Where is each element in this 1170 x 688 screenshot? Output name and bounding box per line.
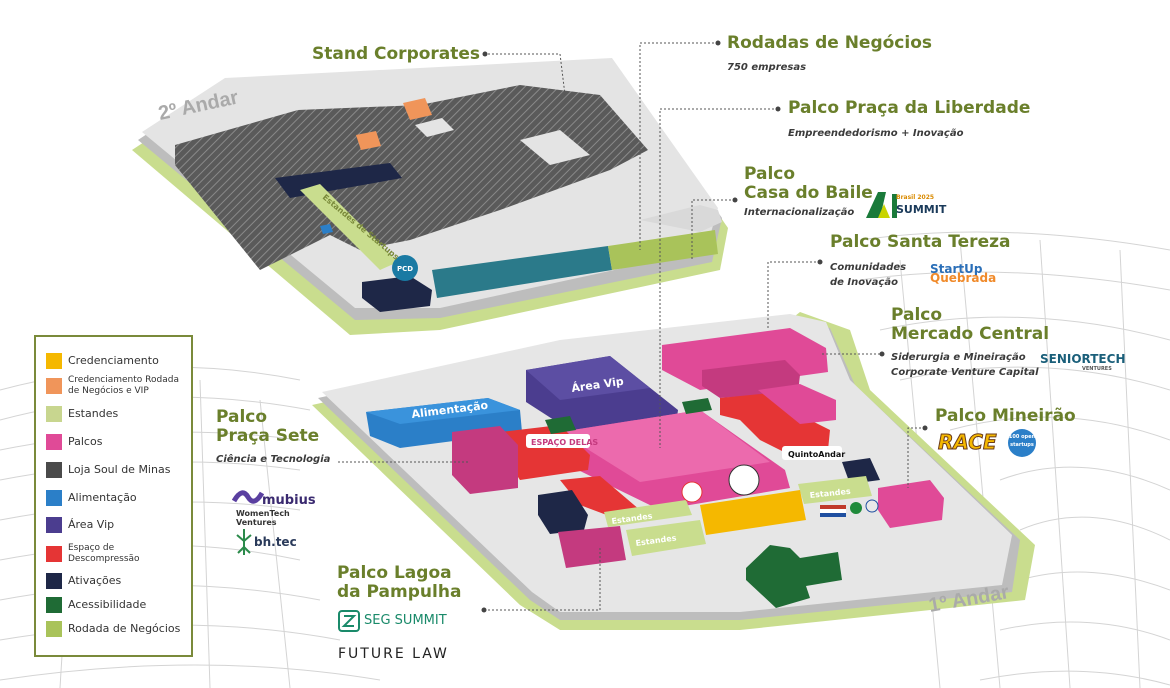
casa-baile-sub: Internacionalização [744,207,855,218]
mercado-central-title: Palco Mercado Central [891,305,1050,344]
casa-baile-title: Palco Casa do Baile [744,164,873,203]
legend-swatch [46,462,62,478]
legend-item: Acessibilidade [46,597,186,613]
pcd-icon [392,255,418,281]
legend-swatch [46,621,62,637]
ai-summit-logo: Brasil 2025 SUMMIT [866,192,946,220]
upper-floor: 2º Andar [132,58,728,335]
leader-dots [481,40,928,613]
legend-label: Loja Soul de Minas [68,463,171,476]
legend-label: Ativações [68,574,122,587]
praca-liberdade-sub: Empreendedorismo + Inovação [788,128,964,139]
rodadas-title: Rodadas de Negócios [727,33,933,53]
legend-swatch [46,378,62,394]
open-startups-logo: 100 open startups [1008,429,1036,457]
leader-lines [338,42,925,611]
praca-sete-title: Palco Praça Sete [216,407,320,446]
quintoandar-label: QuintoAndar [788,450,845,459]
legend-swatch [46,597,62,613]
legend-label: Acessibilidade [68,598,147,611]
legend-item: Credenciamento Rodada de Negócios e VIP [46,375,186,397]
estandes-label-3: Estandes [809,487,851,500]
legend-item: Estandes [46,406,186,422]
legend-item: Credenciamento [46,353,186,369]
seg-summit-logo: SEG SUMMIT [338,610,463,634]
bhtec-logo: bh.tec [234,527,324,557]
santa-tereza-sub: Comunidades de Inovação [830,262,907,288]
bhtec-icon [236,529,252,555]
startup-quebrada-logo: StartUp Quebrada [930,262,997,285]
legend-label: Espaço de Descompressão [68,543,140,564]
legend-swatch [46,490,62,506]
rodadas-sub: 750 empresas [727,62,807,73]
legend-label: Credenciamento [68,354,159,367]
santa-tereza-title: Palco Santa Tereza [830,232,1011,252]
seg-icon [338,610,360,632]
legend-label: Área Vip [68,518,115,531]
espaco-delas-label: ESPAÇO DELAS [531,438,598,447]
lagoa-title: Palco Lagoa da Pampulha [337,563,462,602]
mineirao-title: Palco Mineirão [935,406,1076,426]
ai-logo-icon [866,192,897,218]
legend-item: Ativações [46,573,186,589]
legend-swatch [46,353,62,369]
legend-label: Alimentação [68,491,137,504]
legend-item: Palcos [46,434,186,450]
legend-swatch [46,573,62,589]
legend-label: Palcos [68,435,103,448]
mubius-logo: mubius WomenTech Ventures [232,487,327,527]
mercado-central-sub: Siderurgia e Mineiração Corporate Ventur… [891,352,1039,378]
seniortech-logo: SENIORTECH VENTURES [1040,352,1126,372]
legend-item: Rodada de Negócios [46,621,186,637]
legend-swatch [46,434,62,450]
praca-liberdade-title: Palco Praça da Liberdade [788,98,1031,118]
legend-swatch [46,517,62,533]
legend-item: Espaço de Descompressão [46,543,186,565]
pcd-label: PCD [397,265,413,273]
legend-label: Estandes [68,407,119,420]
legend-item: Loja Soul de Minas [46,462,186,478]
legend-item: Área Vip [46,517,186,533]
race-logo: RACE [938,430,998,455]
legend-item: Alimentação [46,490,186,506]
stand-corporates-title: Stand Corporates [312,44,481,64]
mubius-icon [232,490,264,504]
future-law-logo: FUTURE LAW [338,646,449,662]
legend-label: Credenciamento Rodada de Negócios e VIP [68,375,179,396]
legend-label: Rodada de Negócios [68,622,181,635]
legend-swatch [46,546,62,562]
legend-swatch [46,406,62,422]
praca-sete-sub: Ciência e Tecnologia [216,454,331,465]
